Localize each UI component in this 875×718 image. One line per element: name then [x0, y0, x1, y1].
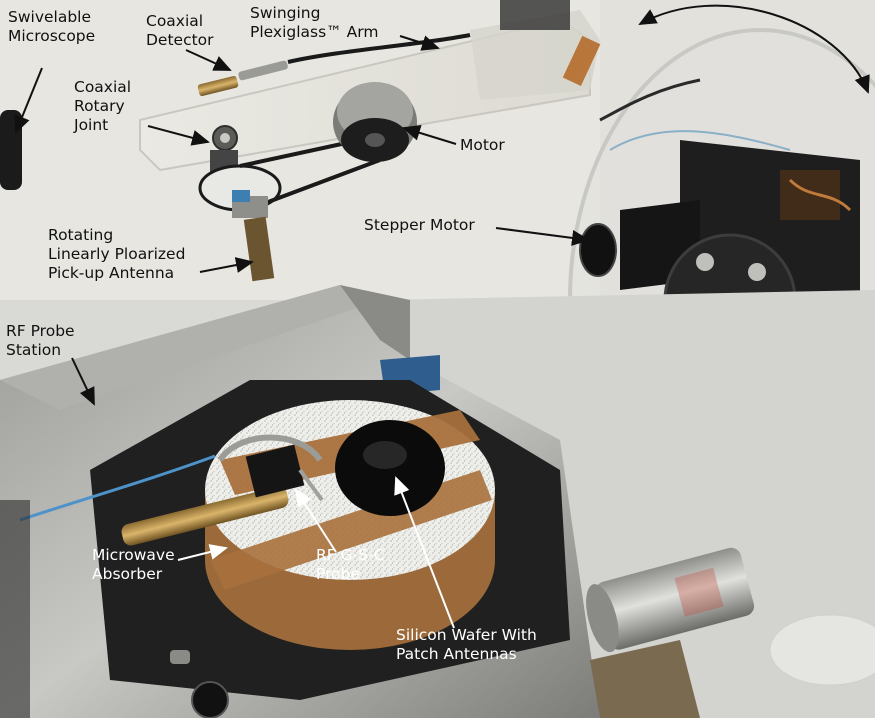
label-motor: Motor: [460, 136, 505, 154]
label-rf-gsc-probe: RF G-S-C Probe: [316, 546, 385, 583]
label-pickup-antenna: Rotating Linearly Ploarized Pick-up Ante…: [48, 226, 186, 282]
label-coaxial-rotary-joint: Coaxial Rotary Joint: [74, 78, 132, 134]
label-rf-probe-station: RF Probe Station: [6, 322, 75, 359]
label-stepper-motor: Stepper Motor: [364, 216, 475, 234]
label-microwave-absorber: Microwave Absorber: [92, 546, 175, 583]
label-silicon-wafer: Silicon Wafer With Patch Antennas: [396, 626, 537, 663]
label-coaxial-detector: Coaxial Detector: [146, 12, 214, 49]
label-swinging-arm: Swinging Plexiglass™ Arm: [250, 4, 379, 41]
label-swivelable-microscope: Swivelable Microscope: [8, 8, 96, 45]
